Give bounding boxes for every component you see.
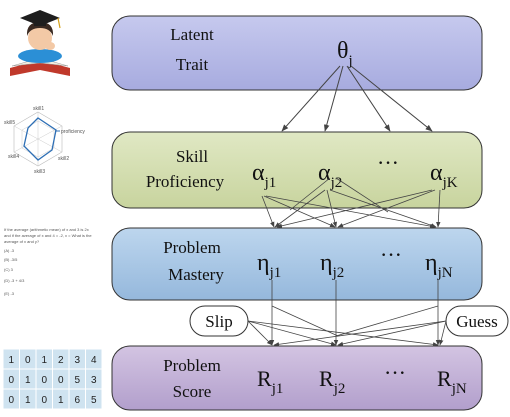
alpha-node-k: αjK (430, 160, 458, 191)
score-table-value: 1 (25, 395, 31, 406)
problem-score-box (111, 345, 483, 411)
problem-line: average of x and y? (4, 239, 40, 244)
score-table-value: 3 (91, 375, 97, 386)
score-table-cell (85, 388, 103, 410)
r-node-n: RjN (437, 366, 467, 397)
skill-label-1: Skill (176, 147, 208, 166)
score-label-1: Problem (163, 356, 221, 375)
score-table-value: 5 (91, 395, 97, 406)
radar-axis-label: skill2 (58, 156, 69, 162)
score-table-value: 0 (8, 375, 14, 386)
problem-line: If the average (arithmetic mean) of x an… (4, 227, 89, 232)
radar-axis-label: skill1 (33, 106, 44, 112)
score-table-value: 1 (58, 395, 64, 406)
slip-guess-arrows (247, 305, 447, 347)
guess-label: Guess (456, 312, 498, 331)
r-node-2: Rj2 (319, 366, 345, 397)
score-table-value: 1 (41, 355, 47, 366)
eta-node-1: ηj1 (257, 250, 281, 281)
problem-line: (B) -3/5 (4, 257, 18, 262)
score-table-value: 4 (91, 355, 97, 366)
score-table-value: 0 (41, 375, 47, 386)
slip-label: Slip (205, 312, 232, 331)
score-table-value: 0 (25, 355, 31, 366)
score-table-value: 0 (58, 375, 64, 386)
theta-to-skill-arrows (281, 65, 433, 132)
radar-axis-label: skill4 (8, 154, 19, 160)
score-ellipsis: ··· (384, 360, 406, 385)
skill-proficiency-box (111, 131, 483, 209)
problem-text-illustration: If the average (arithmetic mean) of x an… (4, 227, 92, 296)
alpha-node-1: αj1 (252, 160, 276, 191)
latent-trait-box (111, 15, 483, 91)
skill-label-2: Proficiency (146, 172, 225, 191)
problem-line: (E) -3 (4, 291, 15, 296)
problem-line: (A) -3 (4, 248, 15, 253)
skill-ellipsis: ··· (377, 150, 399, 175)
problem-mastery-box (111, 227, 483, 301)
latent-trait-label-1: Latent (170, 25, 214, 44)
score-table-value: 1 (25, 375, 31, 386)
score-table-value: 0 (41, 395, 47, 406)
radar-legend-label: proficiency (61, 129, 85, 135)
problem-line: (C) 3 (4, 267, 14, 272)
score-table-value: 5 (74, 375, 80, 386)
mastery-ellipsis: ··· (380, 242, 402, 267)
score-label-2: Score (173, 382, 212, 401)
score-table-value: 6 (74, 395, 80, 406)
radar-axis-label: skill5 (4, 120, 15, 126)
eta-node-n: ηjN (425, 250, 453, 281)
mastery-label-2: Mastery (168, 265, 224, 284)
radar-proficiency-polygon (23, 117, 57, 161)
latent-trait-label-2: Trait (176, 55, 209, 74)
problem-line: (D) -3 + 4/3 (4, 278, 25, 283)
radar-chart-illustration: skill1 proficiency skill2 skill3 skill4 … (4, 106, 85, 175)
score-table-value: 2 (58, 355, 64, 366)
score-table-value: 3 (74, 355, 80, 366)
mastery-label-1: Problem (163, 238, 221, 257)
theta-node: θj (337, 38, 353, 69)
r-node-1: Rj1 (257, 366, 283, 397)
score-table-value: 0 (8, 395, 14, 406)
problem-line: and if the average of x and 4 = -2, x = … (4, 233, 92, 238)
radar-axis-label: skill3 (34, 169, 45, 175)
mastery-to-score-arrows (269, 280, 441, 346)
student-reading-icon (10, 10, 70, 76)
eta-node-2: ηj2 (320, 250, 344, 281)
score-table-value: 1 (8, 355, 14, 366)
skill-to-mastery-arrows (261, 177, 441, 229)
